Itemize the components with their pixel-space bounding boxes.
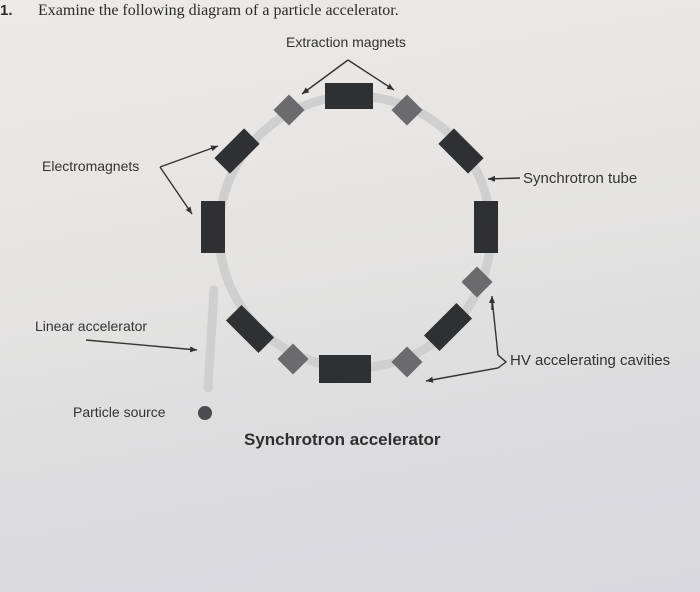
label-extraction-magnets: Extraction magnets [286,34,406,50]
hv-cavity-right [461,266,493,298]
magnet-top [325,83,373,109]
magnet-top-left [214,128,260,174]
hv-cavity-bottom-right [391,346,423,378]
magnet-left [201,201,225,253]
extraction-arrow-right [347,59,395,91]
label-electromagnets: Electromagnets [42,158,140,174]
magnet-top-right [438,128,484,174]
label-hv-accelerating-cavities: HV accelerating cavities [510,352,671,369]
linear-accelerator-arrow [85,339,198,353]
synchrotron-tube-arrow [487,175,521,182]
linear-accelerator-tube [203,285,219,393]
magnet-right [474,201,498,253]
extraction-magnet-left [273,94,305,126]
extraction-magnet-right [391,94,423,126]
magnet-bottom-right [423,302,473,352]
electromagnets-arrow-lower [159,166,193,215]
particle-source-dot [198,406,212,420]
question-text: Examine the following diagram of a parti… [38,2,399,19]
magnet-bottom [319,355,371,383]
label-linear-accelerator: Linear accelerator [35,318,148,334]
magnet-bottom-left [225,304,275,354]
label-particle-source: Particle source [73,404,166,420]
hv-bracket [425,297,508,383]
question-number: 1. [0,2,13,19]
hv-cavity-bottom-left [277,343,309,375]
electromagnets-arrow-upper [159,145,219,168]
label-synchrotron-tube: Synchrotron tube [523,170,638,187]
extraction-arrow-left [301,59,349,95]
diagram-caption: Synchrotron accelerator [244,430,441,449]
